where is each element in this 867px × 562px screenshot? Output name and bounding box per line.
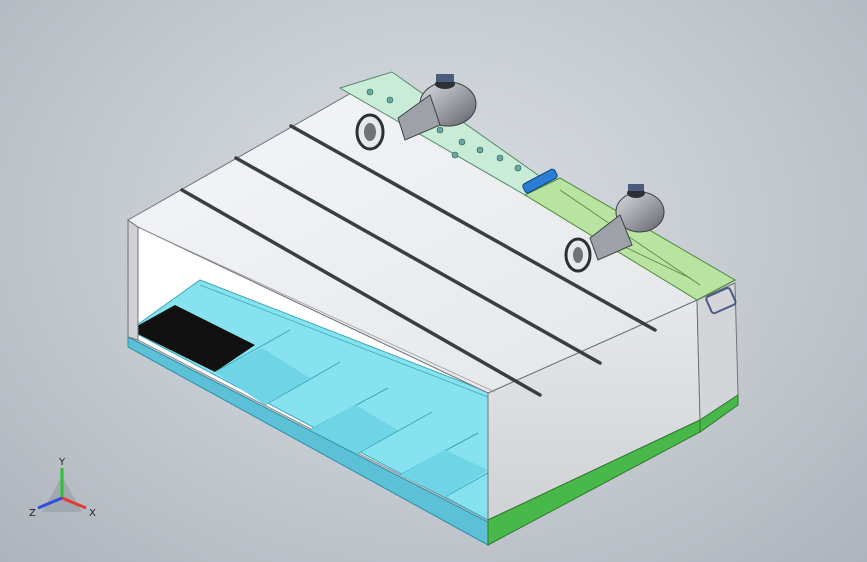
booth-left-wall: [127, 219, 139, 341]
triad-y-label: Y: [58, 457, 66, 468]
duct-connector[interactable]: [522, 168, 558, 194]
exhaust-box-handle[interactable]: [705, 287, 737, 315]
booth-floor: [129, 279, 561, 521]
triad-z-label: Z: [29, 508, 36, 519]
duct-nozzles: [366, 88, 522, 172]
exhaust-box-base: [699, 394, 739, 433]
roof-seams: [180, 124, 657, 397]
triad-x-label: X: [89, 508, 96, 519]
orientation-triad[interactable]: Y X Z: [29, 457, 96, 519]
triad-x-axis: [61, 496, 87, 510]
floor-tile-black: [130, 305, 255, 372]
triad-z-axis: [37, 496, 63, 510]
fan-icon[interactable]: [355, 74, 477, 151]
duct-icon[interactable]: [564, 184, 665, 273]
